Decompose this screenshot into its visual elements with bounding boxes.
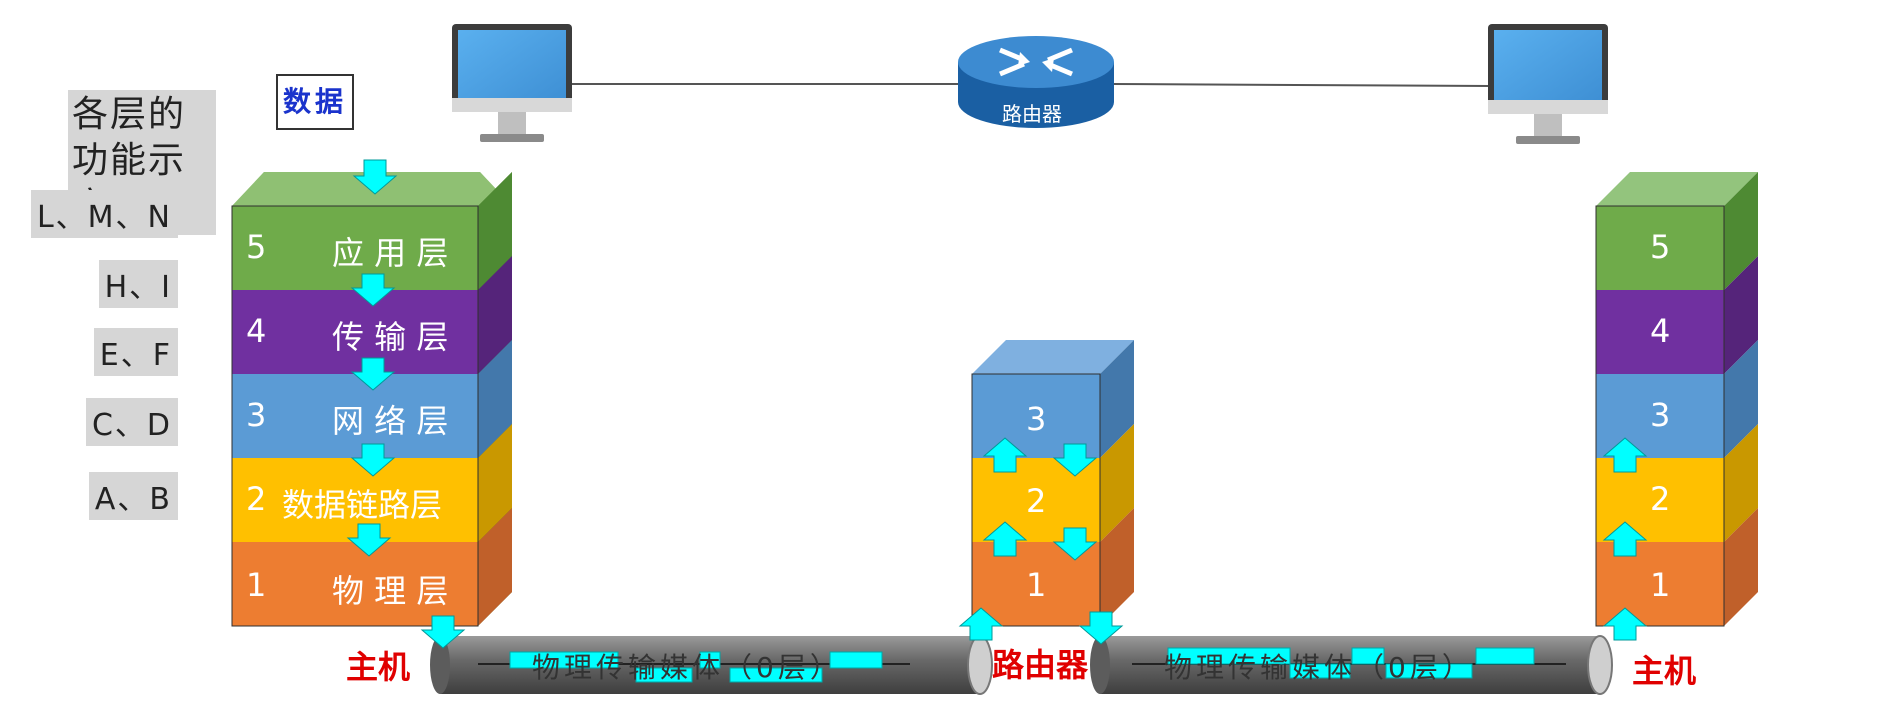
right-layer-2: 2 — [1650, 480, 1671, 518]
medium-left-label: 物理传输媒体（0层） — [532, 651, 842, 684]
router-arrows — [958, 437, 1124, 645]
right-layer-4: 4 — [1650, 312, 1671, 350]
left-layer-1-name: 物 理 层 — [332, 572, 449, 610]
host-right-label: 主机 — [1632, 652, 1697, 690]
right-layer-5: 5 — [1650, 228, 1671, 266]
left-layer-2-num: 2 — [246, 480, 267, 518]
side-label-4: H、I — [98, 260, 178, 308]
left-layer-1-num: 1 — [246, 566, 267, 604]
host-left-label: 主机 — [346, 648, 411, 686]
router-icon — [958, 36, 1114, 128]
computer-right-icon — [1488, 24, 1608, 144]
left-layer-3-num: 3 — [246, 396, 267, 434]
medium-right-label: 物理传输媒体（0层） — [1164, 651, 1474, 684]
down-arrows-left — [346, 159, 466, 649]
left-layer-4-num: 4 — [246, 312, 267, 350]
router-layer-2: 2 — [1026, 482, 1047, 520]
left-stack — [231, 172, 512, 627]
data-box: 数据 — [276, 74, 354, 130]
left-layer-2-name: 数据链路层 — [282, 486, 443, 524]
left-layer-5-name: 应 用 层 — [332, 234, 449, 272]
left-layer-4-name: 传 输 层 — [332, 318, 449, 356]
up-arrows-right — [1602, 437, 1648, 641]
side-label-3: E、F — [93, 328, 178, 376]
link-line-right — [1111, 83, 1491, 87]
right-layer-3: 3 — [1650, 396, 1671, 434]
data-bits-right — [1167, 647, 1535, 679]
router-layer-1: 1 — [1026, 566, 1047, 604]
router-layer-3: 3 — [1026, 400, 1047, 438]
left-layer-5-num: 5 — [246, 228, 267, 266]
router-icon-label: 路由器 — [1002, 102, 1062, 126]
side-label-5: L、M、N — [30, 190, 178, 238]
right-layer-1: 1 — [1650, 566, 1671, 604]
side-label-2: C、D — [85, 398, 178, 446]
side-label-1: A、B — [88, 472, 178, 520]
right-stack — [1595, 172, 1758, 627]
router-stack — [971, 340, 1134, 627]
router-label: 路由器 — [992, 646, 1089, 684]
left-layer-3-name: 网 络 层 — [332, 402, 449, 440]
computer-left-icon — [452, 24, 572, 142]
data-bits-left — [509, 651, 883, 683]
